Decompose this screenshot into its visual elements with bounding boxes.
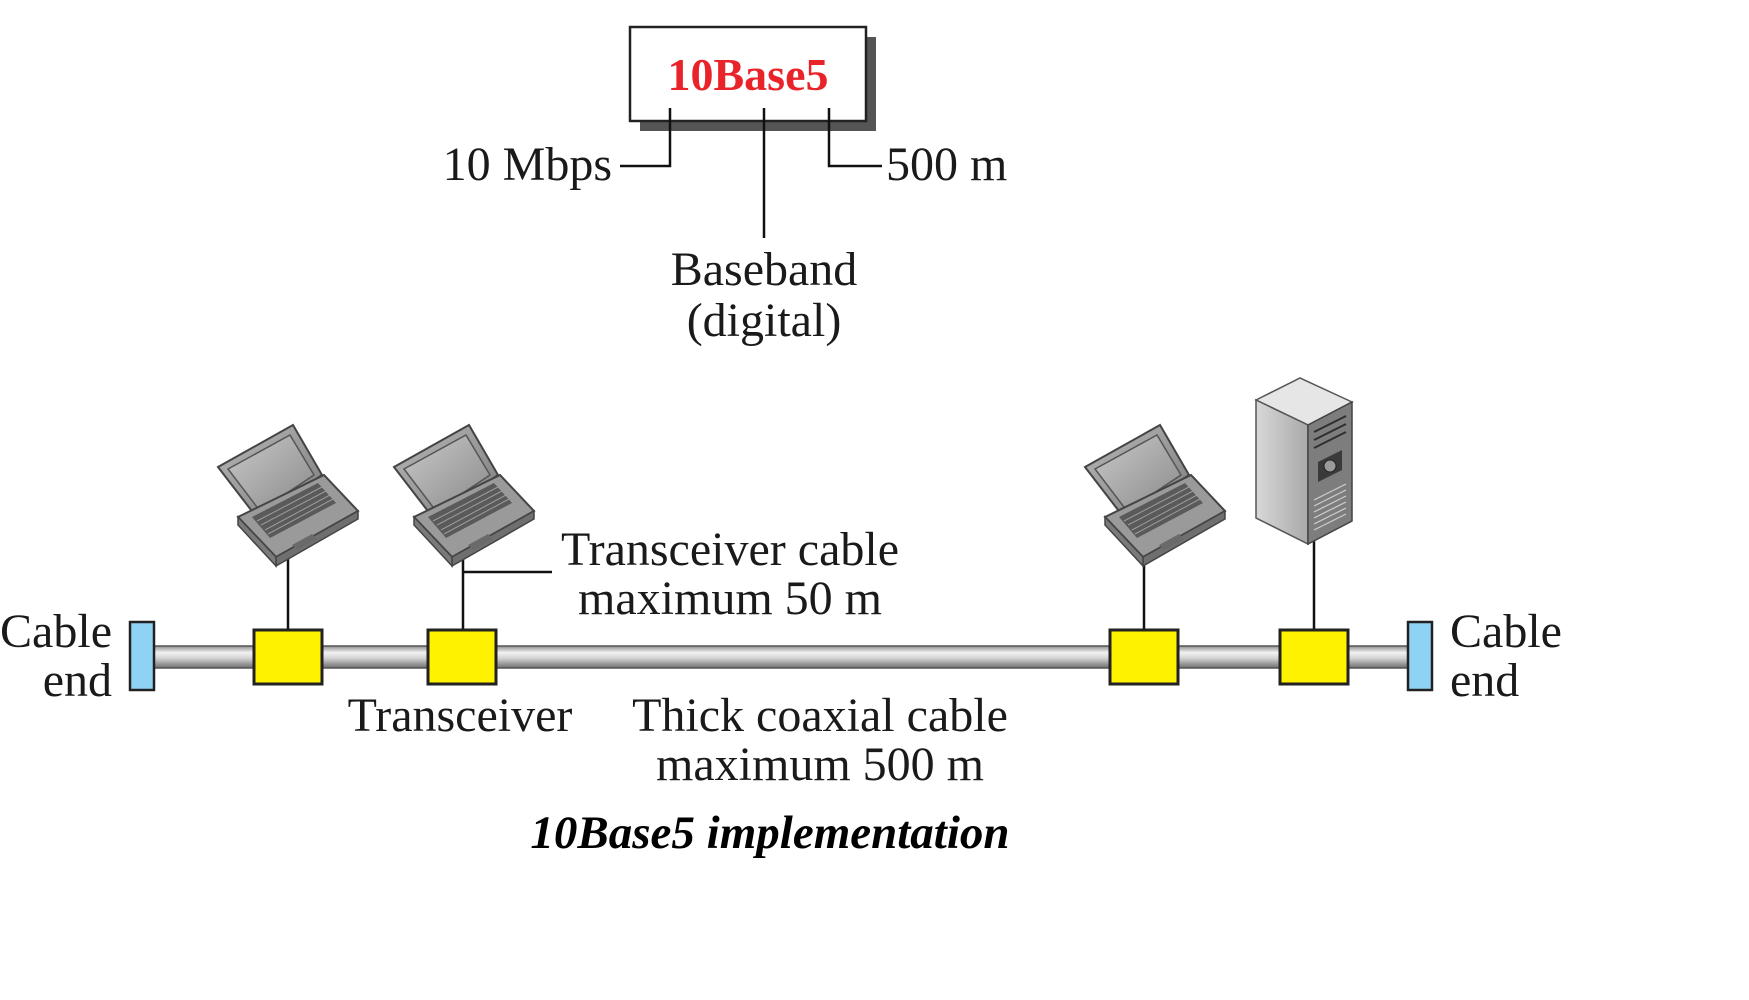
length-leader-line [827, 108, 882, 168]
cable-end-left [128, 620, 156, 692]
server-tower-icon [1254, 377, 1354, 546]
baseband-label: Baseband [670, 243, 858, 296]
left-cable-end-label-line1: Cable [0, 605, 112, 658]
right-cable-end-label-line1: Cable [1450, 605, 1562, 658]
transceiver-1 [252, 628, 324, 686]
speed-leader-line [620, 108, 672, 168]
coax-label-line1: Thick coaxial cable [632, 689, 1008, 742]
speed-label: 10 Mbps [442, 138, 612, 191]
thick-coaxial-cable [149, 645, 1415, 669]
coax-label-line2: maximum 500 m [656, 738, 984, 791]
transceiver-cable-label-line1: Transceiver cable [560, 523, 900, 576]
title-box [628, 25, 868, 123]
transceiver-label: Transceiver [347, 689, 573, 742]
digital-label: (digital) [686, 294, 842, 347]
laptop-icon [1084, 424, 1226, 567]
standard-name: 10Base5 [667, 49, 829, 100]
right-cable-end-label-line2: end [1450, 654, 1520, 707]
laptop-icon [217, 424, 359, 567]
laptop-icon [393, 424, 535, 567]
length-label: 500 m [886, 138, 1008, 191]
transceiver-2 [426, 628, 498, 686]
transceiver-4 [1278, 628, 1350, 686]
transceiver-3 [1108, 628, 1180, 686]
transceiver-cable-label-line2: maximum 50 m [578, 572, 882, 625]
left-cable-end-label-line2: end [42, 654, 112, 707]
cable-end-right [1406, 620, 1434, 692]
figure-caption: 10Base5 implementation [530, 807, 1010, 859]
